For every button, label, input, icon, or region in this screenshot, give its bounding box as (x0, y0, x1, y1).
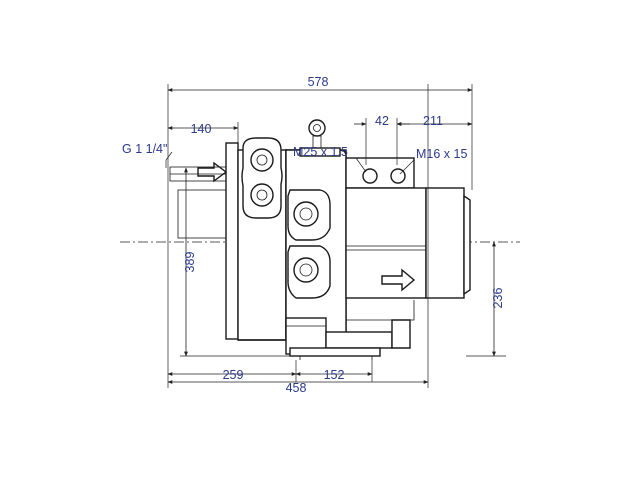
dim-152-label: 152 (324, 368, 345, 382)
port-thread-callout: M25 x 1.5 (293, 145, 348, 159)
dim-140-label: 140 (191, 122, 212, 136)
dim-236-label: 236 (491, 288, 505, 309)
blower-outline (169, 119, 471, 360)
dim-211-label: 211 (423, 114, 443, 128)
dim-578-label: 578 (308, 75, 329, 89)
dim-458-label: 458 (286, 381, 307, 395)
dim-42-label: 42 (375, 114, 389, 128)
dim-389-label: 389 (183, 252, 197, 273)
dim-259-label: 259 (223, 368, 244, 382)
pipe-thread-callout: G 1 1/4" (122, 142, 167, 156)
eyebolt-thread-callout: M16 x 15 (416, 147, 467, 161)
